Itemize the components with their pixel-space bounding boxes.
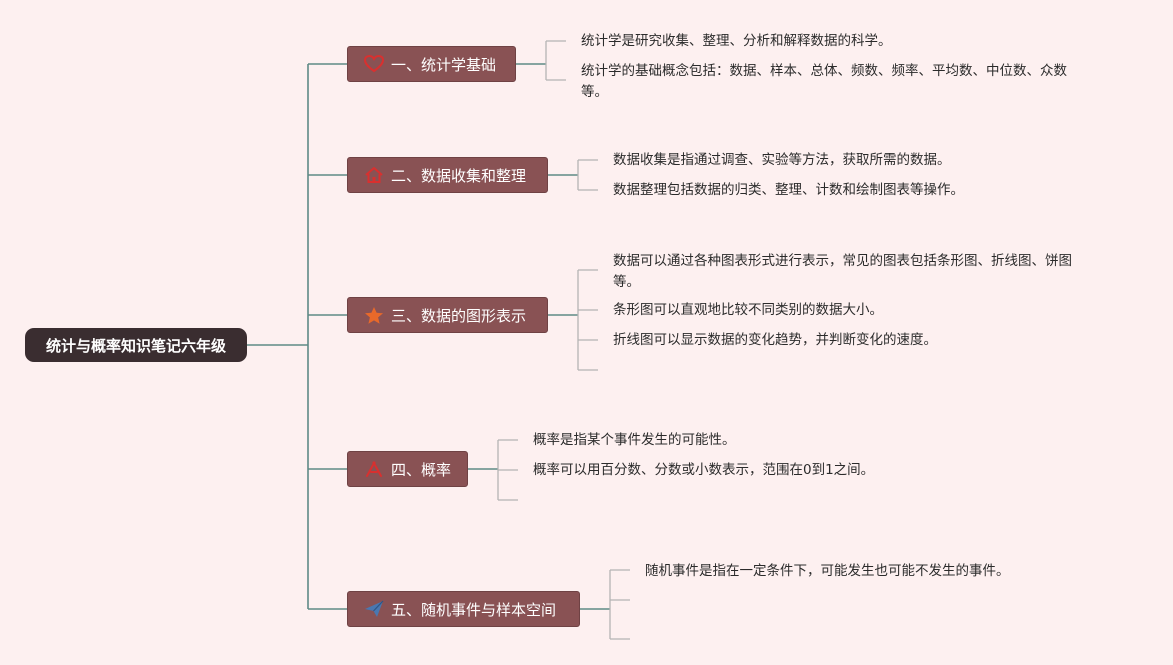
topic-node-2[interactable]: 二、数据收集和整理 [347,157,548,193]
leaf-1-2: 统计学的基础概念包括：数据、样本、总体、频数、频率、平均数、中位数、众数等。 [581,63,1067,100]
topic-node-1[interactable]: 一、统计学基础 [347,46,516,82]
topic-node-5[interactable]: 五、随机事件与样本空间 [347,591,580,627]
topic-label-5: 五、随机事件与样本空间 [391,600,557,619]
leaf-5-1: 随机事件是指在一定条件下，可能发生也可能不发生的事件。 [645,563,1010,579]
topic-label-2: 二、数据收集和整理 [391,166,527,185]
leaf-3-1: 数据可以通过各种图表形式进行表示，常见的图表包括条形图、折线图、饼图等。 [613,253,1072,290]
star-icon [363,304,385,326]
leaf-4-1: 概率是指某个事件发生的可能性。 [533,432,736,448]
root-label: 统计与概率知识笔记六年级 [45,336,226,355]
topic-label-4: 四、概率 [391,460,452,479]
topic-label-3: 三、数据的图形表示 [391,306,527,325]
leaf-3-2: 条形图可以直观地比较不同类别的数据大小。 [613,302,883,318]
leaf-connectors [497,40,630,640]
topic-stubs [468,63,610,610]
topic-node-4[interactable]: 四、概率 [347,451,468,487]
paper-plane-icon [363,598,385,620]
topic-label-1: 一、统计学基础 [391,55,497,74]
leaf-2-2: 数据整理包括数据的归类、整理、计数和绘制图表等操作。 [613,182,964,198]
leaf-1-1: 统计学是研究收集、整理、分析和解释数据的科学。 [581,33,892,49]
leaf-3-3: 折线图可以显示数据的变化趋势，并判断变化的速度。 [613,332,937,348]
home-icon [363,164,385,186]
leaf-4-2: 概率可以用百分数、分数或小数表示，范围在0到1之间。 [533,462,875,478]
trunk-connectors [247,63,347,610]
leaf-2-1: 数据收集是指通过调查、实验等方法，获取所需的数据。 [613,152,951,168]
heart-icon [363,53,385,75]
root-node[interactable]: 统计与概率知识笔记六年级 [25,328,247,362]
topic-node-3[interactable]: 三、数据的图形表示 [347,297,548,333]
flask-icon [363,458,385,480]
